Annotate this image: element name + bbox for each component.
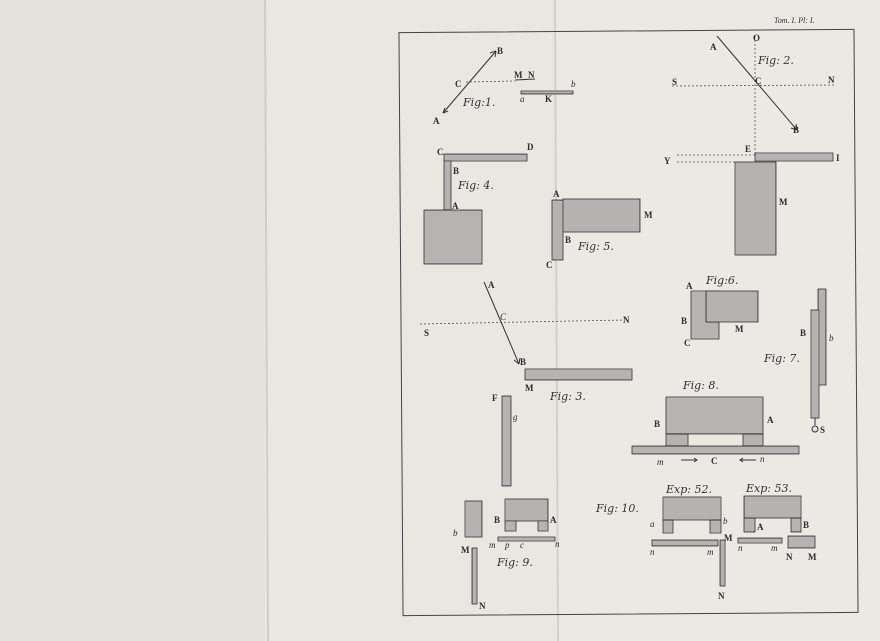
point-label: A xyxy=(433,116,440,126)
point-label: C xyxy=(500,312,507,322)
point-label: M xyxy=(779,197,788,207)
point-label: N xyxy=(828,75,835,85)
point-label: M xyxy=(514,70,523,80)
point-label: a xyxy=(520,94,525,104)
point-label: A xyxy=(686,281,693,291)
point-label: B xyxy=(494,515,500,525)
figure-3: A C S N B M Fg Fig: 3. xyxy=(419,280,633,487)
figure-10-title: Fig: 10. xyxy=(595,502,639,515)
fold-crease xyxy=(264,0,269,641)
figure-3-title: Fig: 3. xyxy=(549,390,586,403)
point-label: D xyxy=(527,142,534,152)
point-label: C xyxy=(755,76,762,86)
figure-7-title: Fig: 7. xyxy=(763,352,800,365)
figure-10: Fig: 10. Exp: 52. Exp: 53. a b n m M N A B n… xyxy=(595,482,817,601)
point-label: B xyxy=(497,46,503,56)
point-label: N xyxy=(528,70,535,80)
point-label: A xyxy=(757,522,764,532)
point-label: F xyxy=(492,393,498,403)
point-label: A xyxy=(553,189,560,199)
plate-header: Tom. I. Pl: I. xyxy=(774,16,815,25)
point-label: O xyxy=(753,33,760,43)
point-label: m xyxy=(657,457,664,467)
figure-4: C D B A Fig: 4. xyxy=(423,142,534,265)
point-label: Y xyxy=(664,156,671,166)
point-label: m xyxy=(707,547,714,557)
point-label: B xyxy=(681,316,687,326)
point-label: M xyxy=(735,324,744,334)
figure-1: A B C M Na Kb Fig:1. xyxy=(433,46,576,126)
point-label: A xyxy=(550,515,557,525)
point-label: n xyxy=(555,539,560,549)
point-label: S xyxy=(820,425,825,435)
paper-middle-panel xyxy=(265,0,555,641)
figure-6: A B M C Fig:6. xyxy=(681,274,759,348)
point-label: E xyxy=(745,144,751,154)
experiment-52-label: Exp: 52. xyxy=(665,483,712,496)
figure-2-title: Fig: 2. xyxy=(757,54,794,67)
point-label: B xyxy=(800,328,806,338)
paper-left-panel xyxy=(0,0,265,641)
point-label: n xyxy=(650,547,655,557)
point-label: b xyxy=(453,528,458,538)
figure-2: O A B S C N Y E I M Fig: 2. xyxy=(664,33,840,256)
point-label: B xyxy=(565,235,571,245)
point-label: M xyxy=(461,545,470,555)
experiment-53-label: Exp: 53. xyxy=(745,482,792,495)
point-label: K xyxy=(545,94,552,104)
point-label: A xyxy=(488,280,495,290)
point-label: S xyxy=(672,77,677,87)
point-label: c xyxy=(520,540,524,550)
point-label: N xyxy=(718,591,725,601)
figure-6-title: Fig:6. xyxy=(705,274,738,287)
point-label: C xyxy=(455,79,462,89)
figure-5-title: Fig: 5. xyxy=(577,240,614,253)
point-label: M xyxy=(644,210,653,220)
point-label: B xyxy=(453,166,459,176)
point-label: n xyxy=(760,454,765,464)
figure-1-title: Fig:1. xyxy=(462,96,495,109)
point-label: M xyxy=(525,383,534,393)
point-label: m xyxy=(489,540,496,550)
point-label: a xyxy=(650,519,655,529)
point-label: I xyxy=(836,153,840,163)
plate-border xyxy=(398,28,859,617)
point-label: C xyxy=(684,338,691,348)
fold-crease xyxy=(554,0,559,641)
point-label: M xyxy=(724,533,733,543)
figure-8-title: Fig: 8. xyxy=(682,379,719,392)
point-label: m xyxy=(771,543,778,553)
point-label: B xyxy=(520,357,526,367)
point-label: B xyxy=(793,125,799,135)
point-label: C xyxy=(546,260,553,270)
figure-8: B A m C n Fig: 8. xyxy=(631,379,800,467)
point-label: C xyxy=(437,147,444,157)
point-label: p xyxy=(504,540,510,550)
point-label: N xyxy=(623,315,630,325)
point-label: B xyxy=(803,520,809,530)
point-label: M xyxy=(808,552,817,562)
figure-5: A M B C Fig: 5. xyxy=(546,189,653,270)
point-label: C xyxy=(711,456,718,466)
figure-4-title: Fig: 4. xyxy=(457,179,494,192)
point-label: A xyxy=(452,201,459,211)
point-label: n xyxy=(738,543,743,553)
point-label: A xyxy=(710,42,717,52)
figure-9-title: Fig: 9. xyxy=(496,556,533,569)
point-label: b xyxy=(829,333,834,343)
point-label: N xyxy=(786,552,793,562)
point-label: N xyxy=(479,601,486,611)
point-label: g xyxy=(513,412,518,422)
point-label: A xyxy=(767,415,774,425)
point-label: b xyxy=(571,79,576,89)
point-label: S xyxy=(424,328,429,338)
point-label: B xyxy=(654,419,660,429)
point-label: b xyxy=(723,516,728,526)
